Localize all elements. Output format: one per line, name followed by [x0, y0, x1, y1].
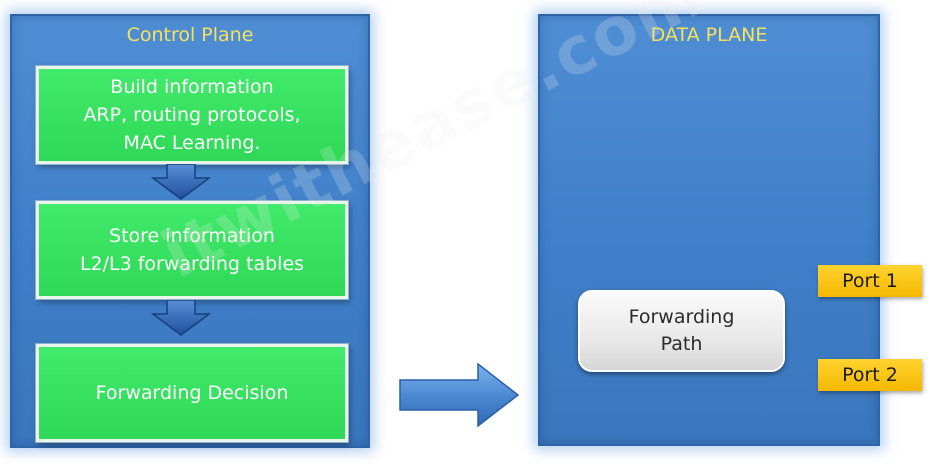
forwarding-decision-box: Forwarding Decision: [36, 344, 348, 442]
forwarding-path-box: Forwarding Path: [578, 290, 785, 372]
build-line-1: Build information: [110, 76, 274, 98]
build-line-2: ARP, routing protocols,: [83, 104, 301, 126]
control-plane-title: Control Plane: [126, 24, 254, 46]
build-line-3: MAC Learning.: [123, 132, 261, 154]
down-arrow-icon: [151, 300, 211, 336]
down-arrow-icon: [151, 164, 211, 200]
forwarding-path-line-2: Path: [660, 333, 703, 355]
port-1-label: Port 1: [818, 265, 922, 297]
data-plane-title: DATA PLANE: [650, 24, 768, 46]
forwarding-path-line-1: Forwarding: [628, 306, 735, 328]
build-information-box: Build information ARP, routing protocols…: [36, 66, 348, 164]
store-line-2: L2/L3 forwarding tables: [79, 253, 305, 275]
store-line-1: Store information: [109, 225, 275, 247]
decision-line-1: Forwarding Decision: [95, 382, 289, 404]
port-2-label: Port 2: [818, 359, 922, 391]
store-information-box: Store information L2/L3 forwarding table…: [36, 201, 348, 299]
right-arrow-icon: [399, 362, 520, 428]
